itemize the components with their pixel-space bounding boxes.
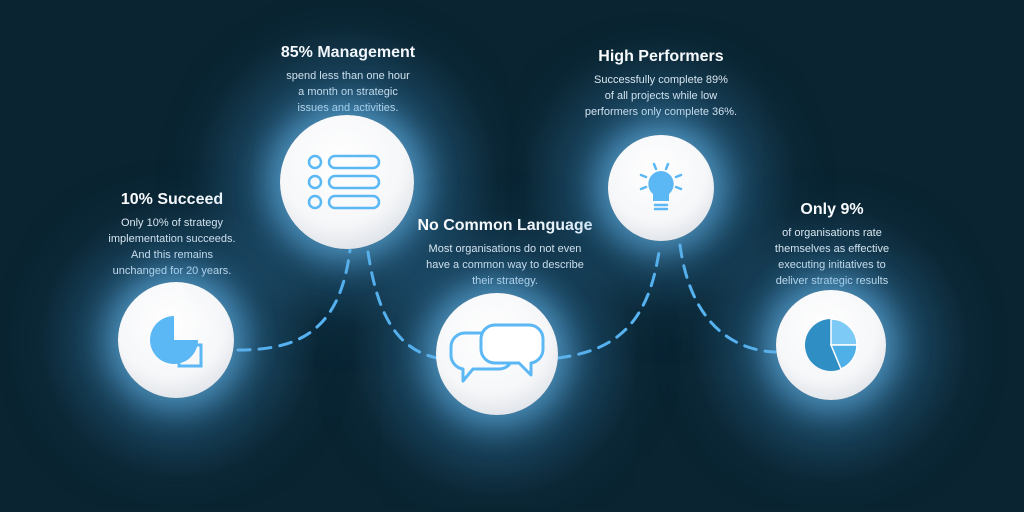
connector (366, 250, 439, 360)
stat-text: themselves as effective (774, 243, 890, 255)
stat-title: High Performers (598, 48, 724, 65)
stat-text: Successfully complete 89% (594, 74, 728, 86)
stat-text: implementation succeeds. (108, 233, 236, 245)
stat-text: unchanged for 20 years. (112, 265, 232, 277)
stat-text: executing initiatives to (778, 259, 886, 271)
stat-text: spend less than one hour (286, 70, 410, 82)
stat-10-succeed: 10% Succeed Only 10% of strategy impleme… (108, 191, 235, 279)
stat-text: of all projects while low (604, 90, 718, 102)
chat-bubbles-icon (449, 323, 545, 383)
list-icon (307, 154, 381, 210)
pie-chart-icon (805, 318, 858, 371)
stat-text: deliver strategic results (775, 275, 889, 287)
stat-title: No Common Language (417, 217, 593, 234)
stat-text: of organisations rate (782, 227, 882, 239)
stat-title: 85% Management (280, 44, 416, 61)
stat-text: performers only complete 36%. (584, 106, 738, 118)
stat-title: Only 9% (800, 201, 864, 218)
stat-no-common-language: No Common Language Most organisations do… (417, 217, 592, 289)
stat-text: their strategy. (472, 275, 538, 287)
stat-text: Only 10% of strategy (120, 217, 224, 229)
lightbulb-icon (639, 162, 683, 211)
stat-title: 10% Succeed (120, 191, 224, 208)
connector (556, 243, 662, 360)
sphere (280, 115, 414, 249)
pie-chart-icon (150, 316, 203, 368)
connector (678, 243, 777, 354)
sphere (436, 293, 558, 415)
stat-only-9: Only 9% of organisations rate themselves… (775, 201, 889, 289)
stat-high-performers: High Performers Successfully complete 89… (585, 48, 737, 120)
sphere (608, 135, 714, 241)
connector (236, 248, 352, 352)
stat-text: a month on strategic (298, 86, 398, 98)
sphere (118, 282, 234, 398)
sphere (776, 290, 886, 400)
stat-text: have a common way to describe (426, 259, 584, 271)
stat-text: issues and activities. (297, 102, 399, 114)
stat-85-management: 85% Management spend less than one hour … (281, 44, 415, 116)
stat-text: And this remains (131, 249, 213, 261)
stat-text: Most organisations do not even (428, 243, 582, 255)
